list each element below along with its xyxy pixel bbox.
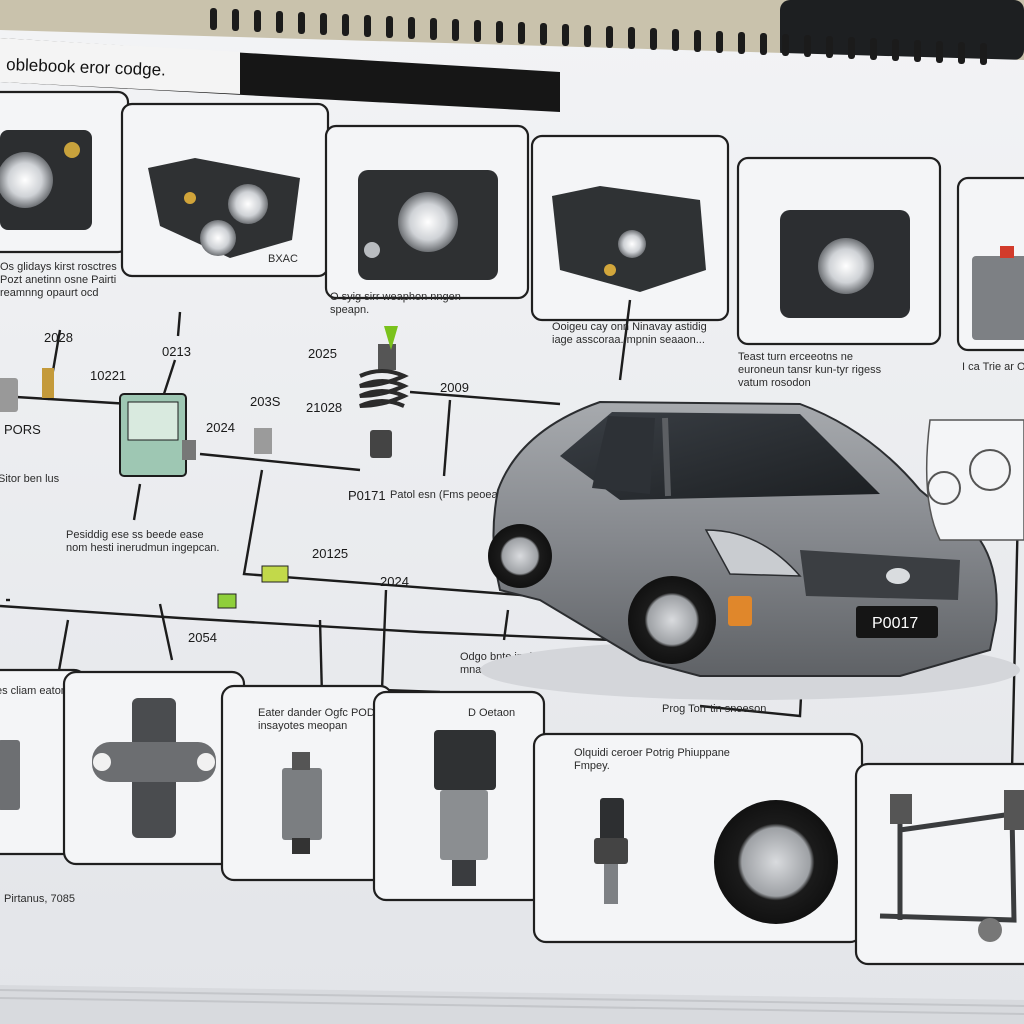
control-module [119,393,196,477]
spiral-ring [826,36,833,58]
spiral-ring [914,40,921,62]
license-plate [856,606,938,638]
coil-spring [359,326,409,458]
spiral-ring [628,27,635,49]
spiral-ring [848,37,855,59]
spiral-ring [452,19,459,41]
spiral-ring [694,30,701,52]
code-2054: 2054 [188,630,217,645]
spiral-ring [672,29,679,51]
rear-wheel [488,524,552,588]
device-corner [780,0,1024,60]
spiral-ring [980,43,987,65]
code-10221: 10221 [90,368,126,383]
spiral-ring [892,39,899,61]
top-panel-6: I ca Trie ar Orcan-Loa [956,176,1024,373]
spiral-ring [232,9,239,31]
code-20125: 20125 [312,546,348,561]
spare-wheel-icon [714,800,838,924]
spiral-ring [540,23,547,45]
inline-connector [217,428,289,609]
code-0213: 0213 [162,344,191,359]
spiral-ring [650,28,657,50]
spiral-binding [210,8,987,65]
spiral-ring [958,42,965,64]
spiral-ring [320,13,327,35]
spiral-ring [386,16,393,38]
code-2028-top: 2028 [44,330,73,345]
top-panel-2-tag: BXAC [268,253,298,265]
spiral-ring [496,21,503,43]
spiral-ring [760,33,767,55]
spiral-ring [716,31,723,53]
prog-note: Prog Torr tin snoeson [662,703,766,715]
sensor-connector-left [0,368,54,412]
spiral-ring [254,10,261,32]
spiral-ring [584,25,591,47]
spiral-ring [562,24,569,46]
license-plate-text: P0017 [872,615,918,632]
engine-sketch [925,419,1024,541]
car-illustration: P0017 [480,400,1020,700]
spiral-ring [474,20,481,42]
spiral-ring [606,26,613,48]
bottom-panel-4: D Oetaon [372,690,546,902]
stror-label: Sitor ben lus [0,473,60,485]
spiral-ring [430,18,437,40]
pors-label: PORS [4,422,41,437]
spiral-ring [870,38,877,60]
spiral-ring [936,41,943,63]
code-203s: 203S [250,394,281,409]
accent-arrow-green [384,326,398,350]
spiral-ring [298,12,305,34]
code-2009: 2009 [440,380,469,395]
code-p0171: P0171 [348,488,386,503]
spiral-ring [408,17,415,39]
front-wheel [628,576,716,664]
spiral-ring [518,22,525,44]
footer-note: Pirtanus, 7085 [4,893,75,905]
top-panel-2: BXAC [120,102,330,278]
code-2024: 2024 [206,420,235,435]
code-21028: 21028 [306,400,342,415]
spiral-ring [782,34,789,56]
spiral-ring [804,35,811,57]
spiral-ring [342,14,349,36]
spiral-ring [738,32,745,54]
patol-note: Patol esn (Fms peoeaption [390,489,521,501]
spiral-ring [210,8,217,30]
code-2025: 2025 [308,346,337,361]
top-panel-6-caption: I ca Trie ar Orcan-Loa [962,361,1024,373]
code-2024b: 2024 [380,574,409,589]
spiral-ring [276,11,283,33]
bottom-panel-4-caption: D Oetaon [468,707,515,719]
bottom-panel-6 [854,762,1024,966]
spiral-ring [364,15,371,37]
bottom-panel-2 [62,670,246,866]
